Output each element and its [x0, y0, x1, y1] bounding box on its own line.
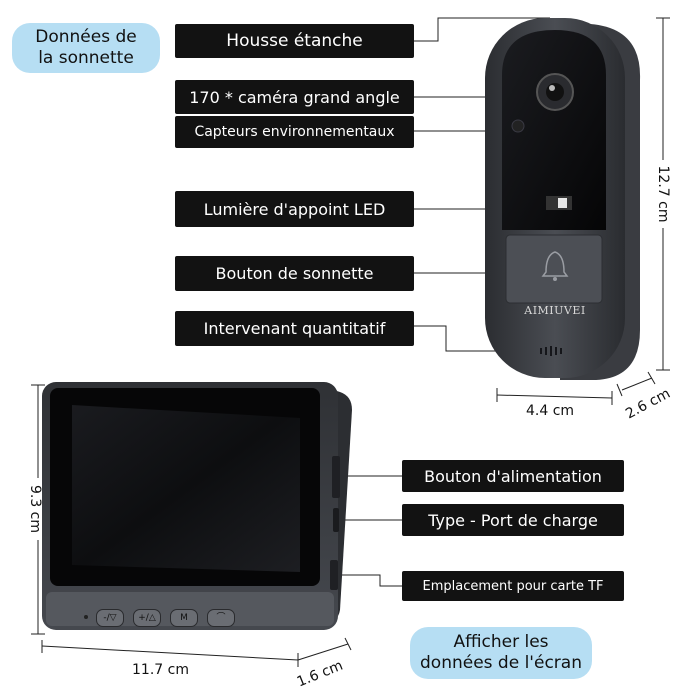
monitor-button-menu[interactable]: M — [170, 609, 198, 627]
doorbell-width-label: 4.4 cm — [526, 403, 575, 419]
callout-wide-angle-camera: 170 * caméra grand angle — [175, 80, 414, 114]
callout-tf-card-slot: Emplacement pour carte TF — [402, 571, 624, 601]
monitor-button-return[interactable]: ⌒ — [207, 609, 235, 627]
monitor-button-minus[interactable]: -/▽ — [96, 609, 124, 627]
callout-environment-sensors: Capteurs environnementaux — [175, 116, 414, 148]
callout-doorbell-button: Bouton de sonnette — [175, 256, 414, 291]
callout-power-button: Bouton d'alimentation — [402, 460, 624, 492]
screen-data-bubble: Afficher les données de l'écran — [410, 627, 592, 679]
callout-charging-port: Type - Port de charge — [402, 504, 624, 536]
doorbell-height-label: 12.7 cm — [655, 165, 671, 223]
monitor-button-plus[interactable]: +/△ — [133, 609, 161, 627]
monitor-width-label: 11.7 cm — [132, 662, 189, 678]
doorbell-data-bubble: Données de la sonnette — [12, 23, 160, 73]
monitor-height-label: 9.3 cm — [27, 484, 43, 534]
callout-led-light: Lumière d'appoint LED — [175, 191, 414, 227]
callout-speaker: Intervenant quantitatif — [175, 311, 414, 346]
callout-waterproof-cover: Housse étanche — [175, 24, 414, 58]
brand-logo: AIMIUVEI — [524, 304, 586, 317]
